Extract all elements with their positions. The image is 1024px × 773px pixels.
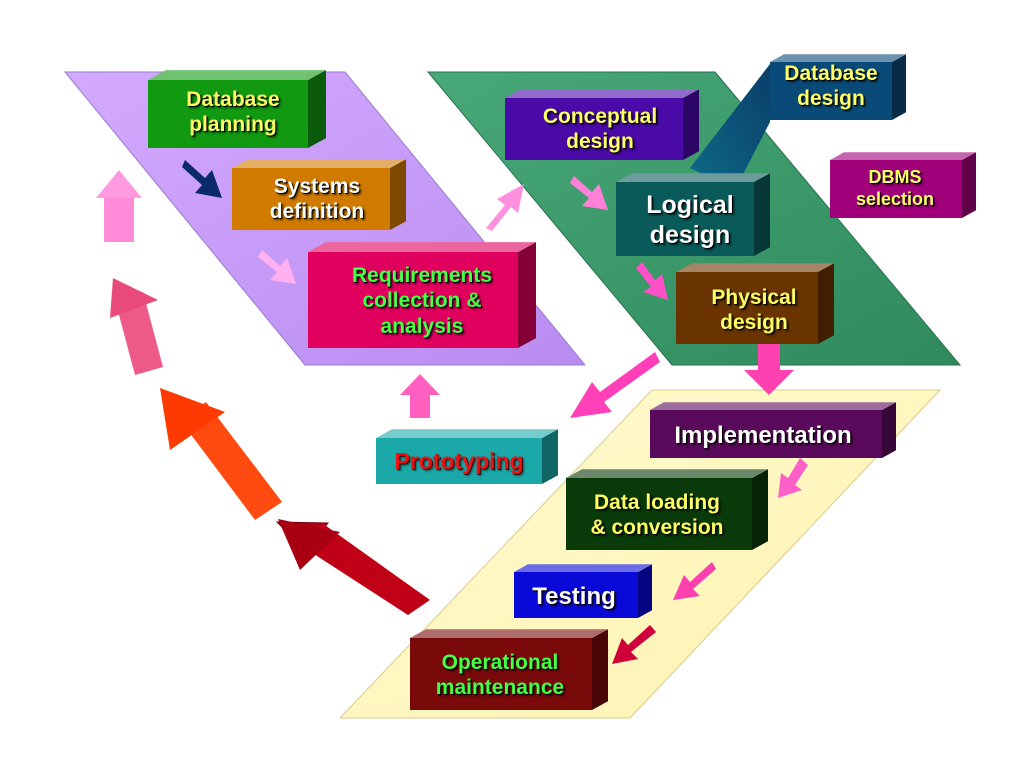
loop-arrow-orange-head	[160, 388, 225, 450]
logical-design-box-front	[616, 182, 754, 256]
conceptual-design-box-front	[505, 98, 683, 160]
dbms-selection-box-front	[830, 160, 962, 218]
logical-design-box-side	[754, 173, 770, 256]
data-loading-box-side	[752, 469, 768, 550]
testing-box-front	[514, 572, 638, 618]
implementation-box	[650, 402, 896, 458]
database-design-box-lid	[770, 54, 906, 62]
requirements-box-lid	[308, 242, 536, 252]
arrow-dataloading-to-testing	[673, 562, 716, 600]
arrow-systems-to-requirements	[258, 250, 296, 284]
operational-maintenance-box-front	[410, 638, 592, 710]
testing-box	[514, 564, 652, 618]
conceptual-design-box-side	[683, 89, 699, 160]
data-loading-box	[566, 469, 768, 550]
operational-maintenance-box-side	[592, 629, 608, 710]
prototyping-box-lid	[376, 429, 558, 438]
database-design-box-front	[770, 62, 892, 120]
testing-box-lid	[514, 564, 652, 572]
loop-arrow-dark-red-body	[300, 523, 430, 615]
database-design-box	[770, 54, 906, 120]
conceptual-design-box-lid	[505, 89, 699, 98]
requirements-box-front	[308, 252, 518, 348]
loop-arrow-pink-body	[104, 195, 134, 242]
arrow-prototyping-to-requirements	[400, 374, 440, 418]
arrow-physical-to-implementation	[744, 344, 794, 395]
loop-arrow-pink-head	[96, 170, 142, 198]
operational-maintenance-box	[410, 629, 608, 710]
data-loading-box-lid	[566, 469, 768, 478]
loop-arrow-dark-red-head	[278, 519, 340, 570]
arrow-planning-to-systems	[182, 160, 222, 198]
systems-definition-box	[232, 159, 406, 230]
dbms-selection-box-side	[962, 152, 976, 218]
arrow-testing-to-operational	[612, 625, 656, 664]
dbms-selection-box-lid	[830, 152, 976, 160]
implementation-box-side	[882, 402, 896, 458]
arrow-logical-to-physical	[636, 262, 668, 300]
conceptual-design-box	[505, 89, 699, 160]
loop-arrow-rose-body	[115, 292, 163, 375]
database-planning-box-lid	[148, 70, 326, 80]
physical-design-box-front	[676, 272, 818, 344]
loop-arrow-orange-body	[180, 402, 282, 520]
arrow-design-to-prototyping	[570, 352, 660, 418]
loop-arrow-rose-head	[110, 278, 158, 318]
database-planning-box	[148, 70, 326, 148]
implementation-box-lid	[650, 402, 896, 410]
database-planning-box-front	[148, 80, 308, 148]
physical-design-box-side	[818, 263, 834, 344]
requirements-box-side	[518, 242, 536, 348]
database-planning-box-side	[308, 70, 326, 148]
prototyping-box-front	[376, 438, 542, 484]
prototyping-box-side	[542, 429, 558, 484]
physical-design-box	[676, 263, 834, 344]
implementation-box-front	[650, 410, 882, 458]
database-design-beam	[690, 64, 770, 190]
arrow-implementation-to-dataloading	[778, 458, 808, 498]
systems-definition-box-lid	[232, 159, 406, 168]
logical-design-box-lid	[616, 173, 770, 182]
operational-maintenance-box-lid	[410, 629, 608, 638]
systems-definition-box-front	[232, 168, 390, 230]
requirements-box	[308, 242, 536, 348]
logical-design-box	[616, 173, 770, 256]
systems-definition-box-side	[390, 159, 406, 230]
database-design-box-side	[892, 54, 906, 120]
physical-design-box-lid	[676, 263, 834, 272]
testing-box-side	[638, 564, 652, 618]
arrow-requirements-to-conceptual	[486, 184, 524, 231]
dbms-selection-box	[830, 152, 976, 218]
arrow-conceptual-to-logical	[570, 176, 608, 210]
data-loading-box-front	[566, 478, 752, 550]
prototyping-box	[376, 429, 558, 484]
